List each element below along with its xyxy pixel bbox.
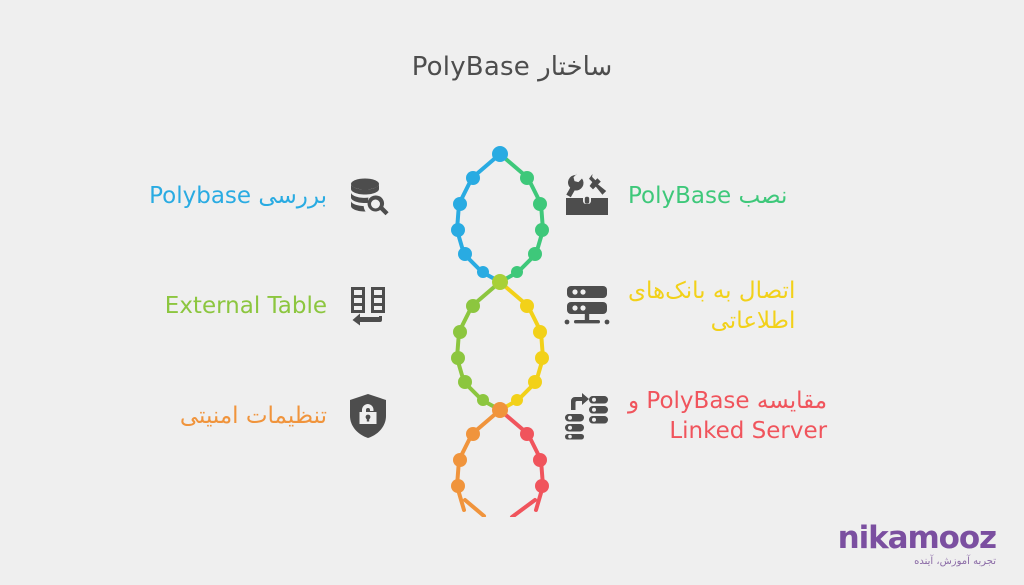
topic-label: External Table [164, 292, 327, 319]
topic-label: بررسی Polybase [149, 182, 327, 209]
external-table-icon [341, 279, 395, 333]
topic-label: تنظیمات امنیتی [179, 402, 327, 429]
topic-label: اتصال به بانک‌های اطلاعاتی [628, 277, 796, 334]
topic-item-polybase-vs-linkedserver[interactable]: مقایسه PolyBase و Linked Server [560, 380, 940, 452]
brand-logo[interactable]: nikamooz تجربه آموزش، آینده [837, 520, 997, 567]
topic-item-external-table[interactable]: External Table [15, 270, 395, 342]
page-title: ساختار PolyBase [411, 52, 613, 82]
data-migration-icon [560, 389, 614, 443]
topic-label: نصب PolyBase [628, 182, 788, 209]
topic-item-security-settings[interactable]: تنظیمات امنیتی [15, 380, 395, 452]
topic-label: مقایسه PolyBase و Linked Server [628, 387, 828, 444]
shield-lock-icon [341, 389, 395, 443]
brand-tagline: تجربه آموزش، آینده [914, 556, 996, 567]
database-search-icon [341, 169, 395, 223]
topic-item-polybase-install[interactable]: نصب PolyBase [560, 160, 940, 232]
toolbox-icon [560, 169, 614, 223]
dna-helix-graphic [432, 132, 592, 519]
topic-item-database-connection[interactable]: اتصال به بانک‌های اطلاعاتی [560, 270, 940, 342]
brand-wordmark: nikamooz [837, 520, 997, 556]
server-network-icon [560, 279, 614, 333]
topic-item-polybase-review[interactable]: بررسی Polybase [15, 160, 395, 232]
